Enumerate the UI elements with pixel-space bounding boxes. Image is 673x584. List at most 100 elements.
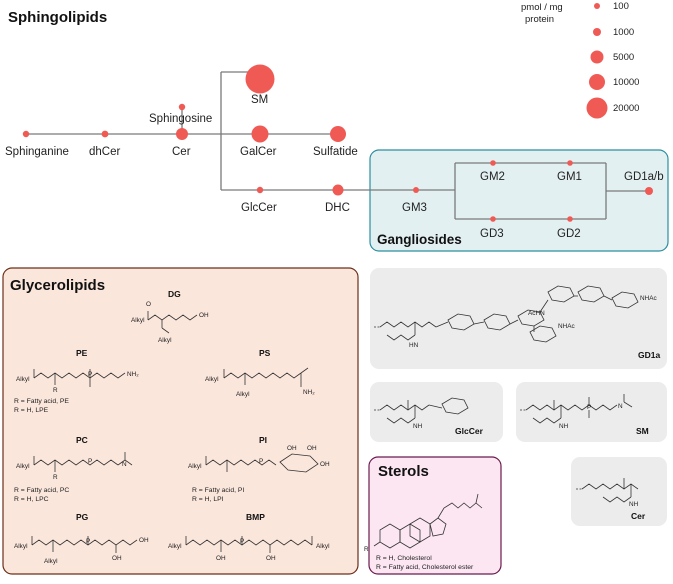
dg-alkyl-2: Alkyl: [158, 337, 172, 344]
node-dhc: [332, 184, 344, 196]
sm-nh: NH: [559, 423, 569, 430]
sm-panel: [516, 382, 667, 442]
ps-nh2: NH₂: [303, 389, 315, 396]
node-sulfatide: [330, 126, 346, 142]
node-gm1: [567, 160, 573, 166]
pe-r: R: [53, 387, 58, 394]
sterols-title: Sterols: [378, 463, 429, 480]
pg-alkyl-2: Alkyl: [44, 558, 58, 565]
gd1a-nhac-1: NHAc: [558, 323, 575, 330]
ps-name: PS: [259, 348, 271, 358]
pc-p: P: [88, 458, 92, 465]
label-gd1ab: GD1a/b: [624, 171, 664, 183]
label-glccer: GlcCer: [241, 202, 277, 214]
legend-label-1000: 1000: [613, 27, 634, 38]
structure-ps: PS Alkyl Alkyl NH₂: [205, 348, 315, 398]
label-galcer: GalCer: [240, 146, 277, 158]
bmp-p: P: [240, 538, 244, 545]
label-gm1: GM1: [557, 171, 582, 183]
label-sm: SM: [251, 94, 268, 106]
legend-title-line1: pmol / mg: [521, 2, 563, 13]
gangliosides-panel: [369, 149, 669, 252]
pg-p: P: [86, 538, 90, 545]
pc-name: PC: [76, 435, 88, 445]
glccer-nh: NH: [413, 423, 423, 430]
pe-nh2: NH₂: [127, 371, 139, 378]
label-gd2: GD2: [557, 228, 581, 240]
pathway-nodes: Sphinganine dhCer Cer Sphingosine SM Gal…: [5, 64, 664, 240]
pc-r: R: [53, 474, 58, 481]
pg-name: PG: [76, 512, 89, 522]
sm-n: N: [618, 403, 623, 410]
node-sm: [245, 64, 275, 94]
structure-sm: NH P N SM: [520, 394, 649, 436]
gd1a-name: GD1a: [638, 350, 660, 360]
pe-p: P: [88, 371, 92, 378]
legend-dot-10000: [589, 74, 605, 90]
glccer-panel: [370, 382, 503, 442]
node-dhcer: [101, 130, 109, 138]
pi-p: P: [259, 458, 263, 465]
dg-oh: OH: [199, 312, 209, 319]
legend-label-100: 100: [613, 1, 629, 12]
legend-dot-5000: [590, 50, 604, 64]
node-gd3: [490, 216, 496, 222]
pg-oh-2: OH: [139, 537, 149, 544]
legend-label-20000: 20000: [613, 103, 639, 114]
structure-pe: PE Alkyl R P NH₂ R = Fatty acid, PE R = …: [14, 348, 139, 414]
pi-oh-1: OH: [287, 445, 297, 452]
pi-name: PI: [259, 435, 267, 445]
pi-oh-2: OH: [307, 445, 317, 452]
sm-p: P: [587, 404, 591, 411]
gd1a-panel: [370, 268, 667, 369]
cer-name: Cer: [631, 511, 646, 521]
cer-nh: NH: [629, 501, 639, 508]
structure-cholesterol: R: [364, 493, 483, 553]
node-cer: [176, 128, 188, 140]
pe-note-2: R = H, LPE: [14, 407, 49, 414]
structure-glccer: NH GlcCer: [374, 397, 484, 436]
gd1a-nhac-2: NHAc: [640, 295, 657, 302]
pc-note-2: R = H, LPC: [14, 496, 49, 503]
node-gd1ab: [645, 187, 653, 195]
pc-note-1: R = Fatty acid, PC: [14, 487, 69, 494]
cer-panel: [571, 457, 667, 526]
pc-n: N: [122, 461, 127, 468]
bmp-alkyl-1: Alkyl: [168, 543, 182, 550]
label-sulfatide: Sulfatide: [313, 146, 358, 158]
pi-alkyl: Alkyl: [188, 463, 202, 470]
pe-note-1: R = Fatty acid, PE: [14, 398, 69, 405]
pg-oh-1: OH: [112, 555, 122, 562]
node-gm2: [490, 160, 496, 166]
pi-note-2: R = H, LPI: [192, 496, 224, 503]
node-gd2: [567, 216, 573, 222]
label-sphingosine: Sphingosine: [149, 113, 212, 125]
pc-alkyl: Alkyl: [16, 463, 30, 470]
structure-dg: DG Alkyl O Alkyl OH: [131, 289, 209, 344]
label-dhcer: dhCer: [89, 146, 120, 158]
bmp-oh-2: OH: [266, 555, 276, 562]
bmp-oh-1: OH: [216, 555, 226, 562]
glycerolipids-panel: [2, 267, 359, 575]
sterols-panel: [368, 456, 502, 575]
legend-label-10000: 10000: [613, 77, 639, 88]
pi-note-1: R = Fatty acid, PI: [192, 487, 244, 494]
label-gm3: GM3: [402, 202, 427, 214]
pg-alkyl: Alkyl: [14, 543, 28, 550]
sm-name: SM: [636, 426, 649, 436]
node-glccer: [256, 186, 264, 194]
dg-name: DG: [168, 289, 181, 299]
label-gd3: GD3: [480, 228, 504, 240]
structure-bmp: BMP Alkyl OH P OH Alkyl: [168, 512, 330, 562]
ps-alkyl-2: Alkyl: [236, 391, 250, 398]
gd1a-achn: AcHN: [528, 310, 545, 317]
structure-pc: PC Alkyl R P N R = Fatty acid, PC R = H,…: [14, 435, 133, 503]
legend-dot-20000: [586, 97, 608, 119]
sphingolipids-title: Sphingolipids: [8, 9, 107, 26]
legend-title-line2: protein: [525, 14, 554, 25]
node-sphingosine: [178, 103, 186, 111]
ps-alkyl: Alkyl: [205, 376, 219, 383]
glycerolipids-title: Glycerolipids: [10, 277, 105, 294]
glccer-name: GlcCer: [455, 426, 484, 436]
